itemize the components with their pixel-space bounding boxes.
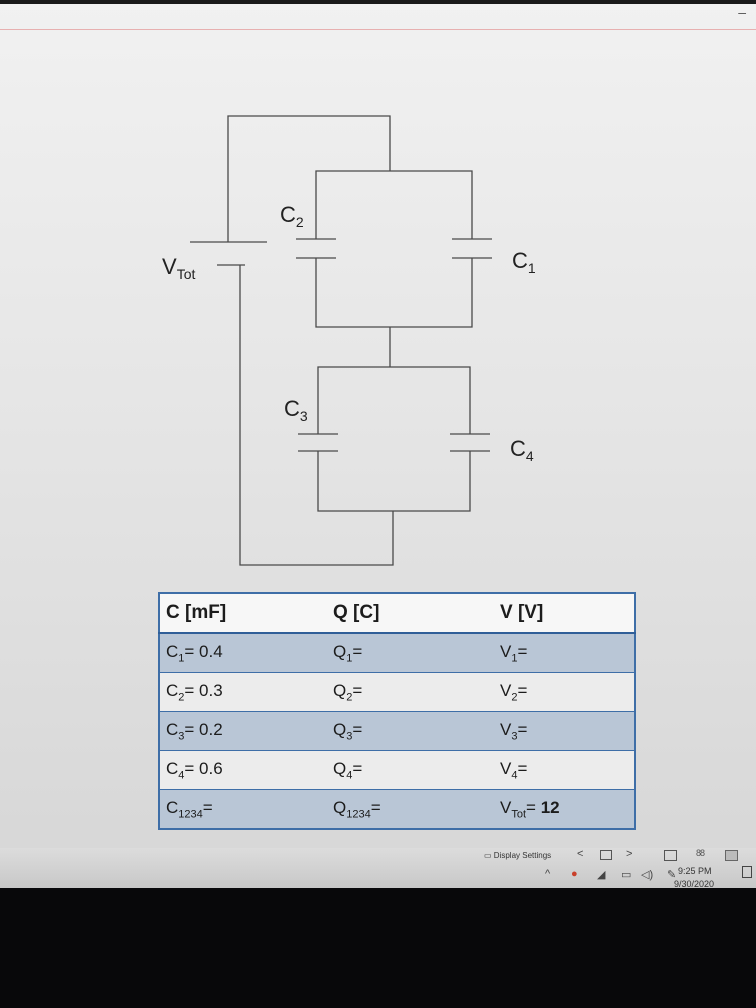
cell-v1: V1= [494, 633, 635, 673]
circuit-diagram: VTot C2 C1 C3 C4 [162, 115, 536, 566]
page-header-line [0, 29, 756, 30]
cell-c2: C2= 0.3 [159, 672, 327, 712]
label-c3: C3 [284, 396, 308, 424]
wire-outer-top [227, 115, 391, 242]
cell-q3: Q3= [327, 711, 494, 751]
read-mode-icon[interactable] [664, 850, 677, 861]
minimize-button[interactable]: – [738, 4, 746, 20]
wire-upper-bottom [315, 258, 473, 328]
wire-lower-bottom [317, 451, 471, 512]
cell-c3: C3= 0.2 [159, 711, 327, 751]
chevron-up-icon[interactable]: ^ [545, 868, 551, 880]
cell-q1: Q1= [327, 633, 494, 673]
page-view-icon[interactable] [600, 850, 612, 860]
cell-q2: Q2= [327, 672, 494, 712]
chevron-right-icon[interactable]: > [626, 848, 633, 860]
table-row: C3= 0.2 Q3= V3= [159, 711, 635, 751]
pen-icon[interactable]: ✎ [667, 869, 677, 881]
header-capacitance: C [mF] [159, 593, 327, 634]
cell-vtot: VTot= 12 [494, 789, 635, 830]
circuit-wires [190, 115, 492, 566]
volume-icon[interactable]: ◁) [641, 869, 654, 881]
battery-icon[interactable]: ▭ [621, 869, 632, 881]
top-border [0, 0, 756, 4]
capacitor-table: C [mF] Q [C] V [V] C1= 0.4 Q1= V1= C2= 0… [158, 592, 636, 830]
cell-v4: V4= [494, 750, 635, 790]
grid-view-icon[interactable]: 88 [696, 848, 705, 858]
notification-icon[interactable] [742, 866, 752, 878]
clock-time[interactable]: 9:25 PM [678, 866, 712, 876]
wire-lower-top [317, 366, 471, 434]
cell-c4: C4= 0.6 [159, 750, 327, 790]
monitor-icon: ▭ [484, 851, 494, 860]
cell-q1234: Q1234= [327, 789, 494, 830]
header-charge: Q [C] [327, 593, 494, 634]
label-c2: C2 [280, 202, 304, 230]
table-row: C4= 0.6 Q4= V4= [159, 750, 635, 790]
monitor-bezel [0, 890, 756, 1008]
taskbar [0, 848, 756, 888]
wifi-icon[interactable]: ◢ [597, 869, 606, 881]
table-row: C2= 0.3 Q2= V2= [159, 672, 635, 712]
clock-date[interactable]: 9/30/2020 [674, 879, 715, 889]
cell-v3: V3= [494, 711, 635, 751]
cell-q4: Q4= [327, 750, 494, 790]
web-view-icon[interactable] [725, 850, 738, 861]
table-row: C1= 0.4 Q1= V1= [159, 633, 635, 673]
wire-upper-top [315, 170, 473, 239]
wire-outer-left [239, 265, 394, 566]
header-voltage: V [V] [494, 593, 635, 634]
cell-c1234: C1234= [159, 789, 327, 830]
cell-v2: V2= [494, 672, 635, 712]
label-c4: C4 [510, 436, 534, 464]
table-row: C1234= Q1234= VTot= 12 [159, 789, 635, 830]
table-header-row: C [mF] Q [C] V [V] [159, 593, 635, 634]
label-c1: C1 [512, 248, 536, 276]
label-vtot: VTot [162, 254, 195, 282]
app-icon[interactable]: ● [571, 868, 578, 880]
cell-c1: C1= 0.4 [159, 633, 327, 673]
display-settings-button[interactable]: ▭ Display Settings [484, 851, 552, 860]
chevron-left-icon[interactable]: < [577, 848, 584, 860]
screen: – VTot C2 C1 C3 [0, 0, 756, 865]
